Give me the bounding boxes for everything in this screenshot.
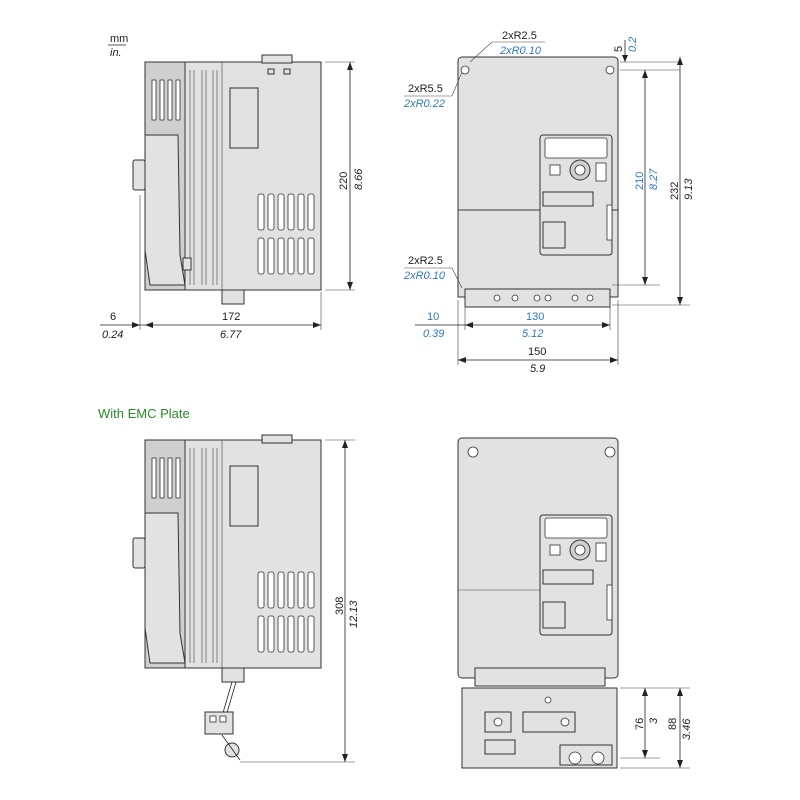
plate-mm: 76 [634,718,646,730]
side-offset-mm: 6 [110,311,116,323]
side-offset-in: 0.24 [102,329,123,341]
radius-bot-mm: 2xR2.5 [408,255,443,267]
plate-total-in: 3.46 [681,718,693,740]
margin-in: 0.39 [423,328,444,340]
units-legend: mm in. [108,33,128,59]
total-height-in: 9.13 [683,178,695,200]
plate-total-mm: 88 [667,718,679,730]
side-height-mm: 220 [338,172,350,190]
width-in: 5.9 [530,363,545,375]
hole-pitch-mm: 130 [526,311,544,323]
margin-mm: 10 [427,311,439,323]
radius-top-in: 2xR0.10 [499,45,542,57]
emc-height-in: 12.13 [348,600,360,628]
hole-height-in: 8.27 [648,168,660,190]
emc-height-mm: 308 [334,597,346,615]
top-gap-mm: 5 [613,46,625,52]
hole-pitch-in: 5.12 [522,328,543,340]
emc-front-view: 76 3 88 3.46 [457,437,693,769]
top-gap-in: 0.2 [627,37,639,52]
total-height-mm: 232 [669,182,681,200]
hole-height-mm: 210 [634,172,646,190]
radius-top-mm: 2xR2.5 [502,30,537,42]
radius-bot-in: 2xR0.10 [403,270,446,282]
emc-side-view: 308 12.13 [132,434,360,763]
plate-in: 3 [648,717,660,724]
radius-mid-in: 2xR0.22 [403,98,445,110]
section-title-emc: With EMC Plate [98,406,190,421]
side-height-in: 8.66 [353,168,365,190]
side-view: 220 8.66 172 6.77 6 0.24 [100,54,365,341]
front-view: 2xR2.5 2xR0.10 2xR5.5 2xR0.22 2xR2.5 2xR… [403,30,695,375]
radius-mid-mm: 2xR5.5 [408,83,443,95]
side-depth-mm: 172 [222,311,240,323]
unit-mm: mm [110,33,128,45]
unit-in: in. [110,47,122,59]
width-mm: 150 [528,346,546,358]
side-depth-in: 6.77 [220,329,242,341]
